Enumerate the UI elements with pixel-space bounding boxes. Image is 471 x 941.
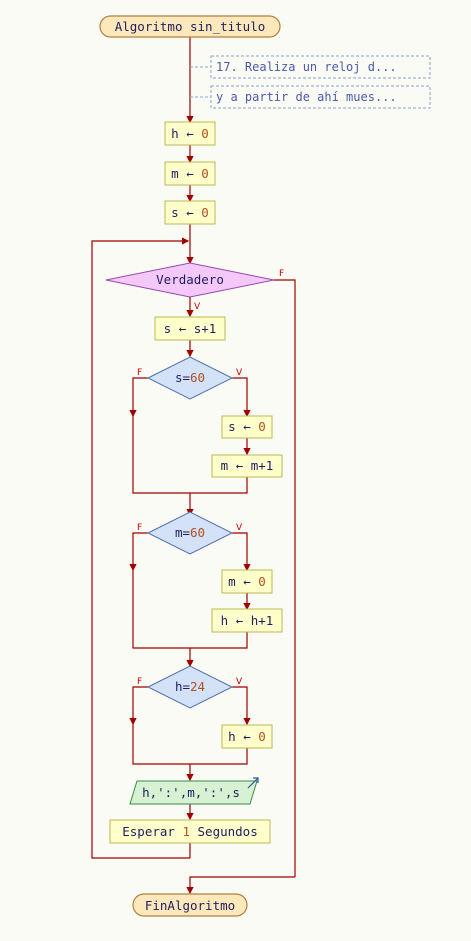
wait-seconds: 1 xyxy=(182,824,190,839)
var-h: h xyxy=(171,126,179,141)
increment-m-text: m ← m+1 xyxy=(221,458,274,473)
var-m: m xyxy=(228,574,236,589)
assign-op: ← xyxy=(243,419,251,434)
cond2-false-label: F xyxy=(137,523,142,533)
value-0: 0 xyxy=(201,205,209,220)
cond1-true-label: V xyxy=(236,368,243,378)
increment-h[interactable]: h ← h+1 xyxy=(212,609,282,632)
svg-text:h ← 0: h ← 0 xyxy=(171,126,209,141)
loop-condition[interactable]: Verdadero xyxy=(106,263,274,297)
output-text: h,':',m,':',s xyxy=(142,785,240,800)
assign-m-0-branch[interactable]: m ← 0 xyxy=(222,570,272,593)
condition-h-24[interactable]: h=24 xyxy=(148,666,232,708)
assign-op: ← xyxy=(243,574,251,589)
cond-value: 24 xyxy=(190,679,205,694)
cond-op: = xyxy=(182,679,190,694)
var-s: s xyxy=(228,419,236,434)
var-s: s xyxy=(171,205,179,220)
loop-condition-text: Verdadero xyxy=(156,272,224,287)
output-block[interactable]: h,':',m,':',s xyxy=(130,778,258,804)
wait-block[interactable]: Esperar 1 Segundos xyxy=(110,820,270,843)
start-label: Algoritmo sin_titulo xyxy=(115,19,266,34)
increment-h-text: h ← h+1 xyxy=(221,613,274,628)
svg-text:s ← 0: s ← 0 xyxy=(228,419,266,434)
value-0: 0 xyxy=(258,729,266,744)
var-h: h xyxy=(228,729,236,744)
cond-op: = xyxy=(182,370,190,385)
cond3-true-label: V xyxy=(236,677,243,687)
value-0: 0 xyxy=(258,419,266,434)
comment-2-text: y a partir de ahí mues... xyxy=(216,90,397,104)
increment-m[interactable]: m ← m+1 xyxy=(212,455,282,477)
svg-text:m=60: m=60 xyxy=(175,525,205,540)
value-0: 0 xyxy=(258,574,266,589)
cond-op: = xyxy=(182,525,190,540)
svg-text:s ← 0: s ← 0 xyxy=(171,205,209,220)
loop-true-label: V xyxy=(194,302,201,312)
assign-s-0[interactable]: s ← 0 xyxy=(165,201,215,224)
comment-1-text: 17. Realiza un reloj d... xyxy=(216,60,397,74)
end-label: FinAlgoritmo xyxy=(145,898,235,913)
cond-value: 60 xyxy=(190,370,205,385)
wait-pre: Esperar xyxy=(122,824,182,839)
cond3-false-label: F xyxy=(137,677,142,687)
svg-text:s=60: s=60 xyxy=(175,370,205,385)
cond-var: m xyxy=(175,525,183,540)
svg-text:m ← 0: m ← 0 xyxy=(228,574,266,589)
cond-value: 60 xyxy=(190,525,205,540)
value-0: 0 xyxy=(201,166,209,181)
value-0: 0 xyxy=(201,126,209,141)
cond2-true-label: V xyxy=(236,523,243,533)
cond-var: h xyxy=(175,679,183,694)
comment-1[interactable]: 17. Realiza un reloj d... xyxy=(211,56,430,78)
end-terminal[interactable]: FinAlgoritmo xyxy=(133,894,247,916)
assign-op: ← xyxy=(186,205,194,220)
assign-h-0-branch[interactable]: h ← 0 xyxy=(222,725,272,748)
condition-s-60[interactable]: s=60 xyxy=(148,357,232,399)
svg-text:m ← 0: m ← 0 xyxy=(171,166,209,181)
assign-m-0[interactable]: m ← 0 xyxy=(165,162,215,185)
assign-h-0[interactable]: h ← 0 xyxy=(165,122,215,145)
wait-post: Segundos xyxy=(190,824,258,839)
assign-op: ← xyxy=(243,729,251,744)
comment-2[interactable]: y a partir de ahí mues... xyxy=(211,86,430,108)
cond1-false-label: F xyxy=(137,368,142,378)
increment-s-text: s ← s+1 xyxy=(164,321,217,336)
assign-op: ← xyxy=(186,166,194,181)
svg-text:h ← 0: h ← 0 xyxy=(228,729,266,744)
increment-s[interactable]: s ← s+1 xyxy=(155,317,225,340)
condition-m-60[interactable]: m=60 xyxy=(148,512,232,554)
svg-text:Esperar 1 Segundos: Esperar 1 Segundos xyxy=(122,824,257,839)
svg-text:h=24: h=24 xyxy=(175,679,205,694)
cond-var: s xyxy=(175,370,183,385)
start-terminal[interactable]: Algoritmo sin_titulo xyxy=(100,16,280,37)
loop-false-label: F xyxy=(279,269,284,279)
assign-op: ← xyxy=(186,126,194,141)
assign-s-0-branch[interactable]: s ← 0 xyxy=(222,416,272,438)
var-m: m xyxy=(171,166,179,181)
